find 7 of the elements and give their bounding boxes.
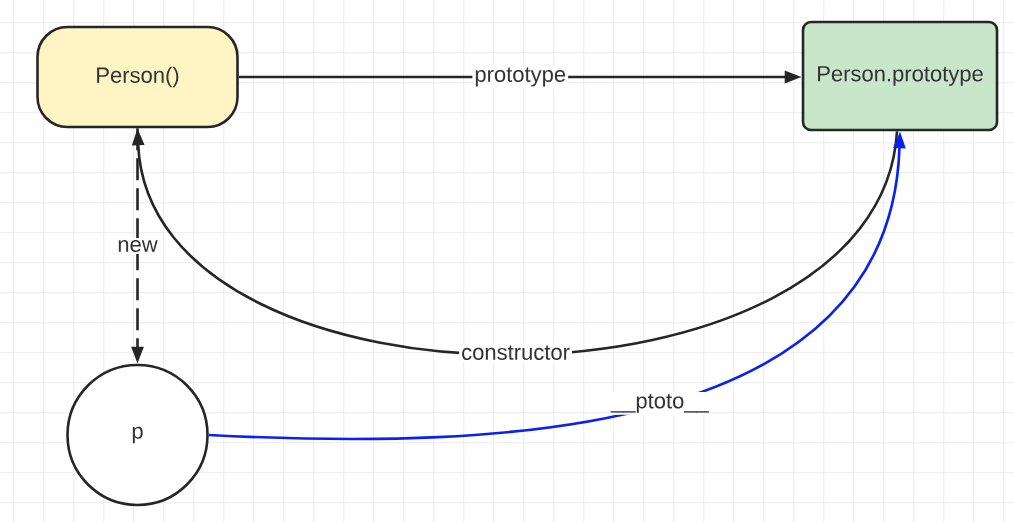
edge-label: prototype (472, 65, 569, 89)
edge-label: __ptoto__ (608, 392, 711, 415)
edge-label: constructor (459, 343, 572, 362)
box: Person.prototype (801, 20, 999, 132)
edge-label: new (115, 237, 160, 254)
rounded-box: Person() (36, 25, 239, 129)
node-label: p (132, 426, 143, 444)
